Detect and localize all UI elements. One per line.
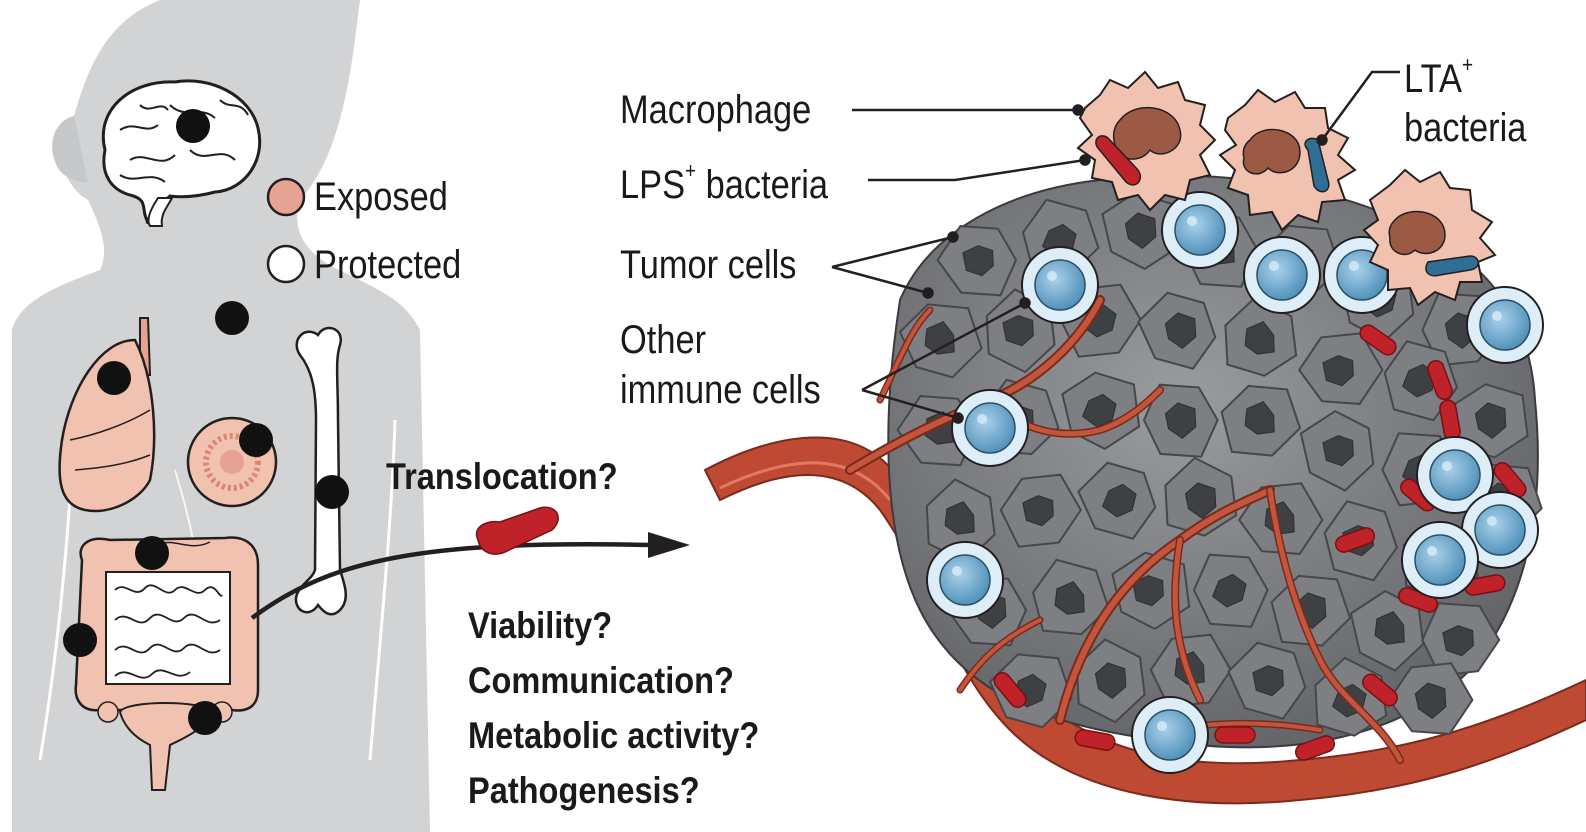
legend-protected-label: Protected bbox=[314, 243, 462, 287]
immune-cell bbox=[1401, 521, 1479, 599]
immune-cell bbox=[1461, 491, 1539, 569]
tumor-cell bbox=[1137, 291, 1217, 370]
tumor-cell bbox=[1227, 641, 1307, 720]
other-immune-label-line1: Other bbox=[620, 318, 707, 362]
macrophage-2 bbox=[1218, 88, 1357, 232]
marker-chest bbox=[215, 301, 249, 335]
protected-swatch bbox=[266, 244, 306, 284]
lps-bacterium bbox=[993, 672, 1027, 708]
macrophage-label: Macrophage bbox=[620, 88, 812, 132]
exposed-swatch bbox=[266, 177, 306, 217]
leader-lines bbox=[831, 70, 1400, 424]
marker-breast bbox=[239, 423, 273, 457]
lps-sup: + bbox=[685, 158, 697, 183]
marker-brain bbox=[176, 109, 210, 143]
tumor-cell bbox=[999, 473, 1082, 548]
translocation-arrow bbox=[250, 506, 690, 620]
question-viability: Viability? bbox=[468, 605, 613, 646]
lta-prefix: LTA bbox=[1404, 56, 1462, 101]
immune-cell bbox=[1161, 191, 1239, 269]
immune-cell bbox=[1021, 246, 1099, 324]
lps-bacterium bbox=[1359, 324, 1397, 356]
macrophages bbox=[1076, 70, 1497, 307]
lps-bacterium bbox=[1362, 673, 1398, 707]
lps-bacterium bbox=[1493, 462, 1527, 498]
bone bbox=[294, 326, 347, 616]
exposure-markers bbox=[63, 109, 349, 735]
marker-ovary bbox=[188, 701, 222, 735]
tumor-cell bbox=[1452, 383, 1529, 459]
tumor-cell bbox=[1032, 558, 1110, 636]
tumor-cell bbox=[1224, 296, 1298, 377]
legend-exposed-label: Exposed bbox=[314, 175, 448, 219]
marker-stomach bbox=[135, 536, 169, 570]
tumor-cell bbox=[1220, 384, 1302, 457]
tumor-cell bbox=[1075, 638, 1146, 724]
tumor-cell bbox=[1142, 383, 1219, 458]
other-immune-label-line2: immune cells bbox=[620, 368, 821, 412]
tumor-cell bbox=[936, 225, 1018, 297]
tumor-cell bbox=[1192, 553, 1269, 628]
lps-bacterium bbox=[1334, 527, 1376, 553]
tumor-cell bbox=[1101, 191, 1181, 271]
question-metabolic: Metabolic activity? bbox=[468, 715, 760, 756]
question-pathogenesis: Pathogenesis? bbox=[468, 770, 700, 811]
lps-prefix: LPS bbox=[620, 162, 686, 207]
immune-cell bbox=[926, 541, 1004, 619]
lps-bacteria-label: LPS+ bacteria bbox=[620, 160, 828, 205]
lung bbox=[58, 317, 156, 513]
tumor-cell bbox=[1164, 456, 1238, 537]
macrophage-3 bbox=[1362, 168, 1497, 307]
lps-suffix: bacteria bbox=[696, 162, 829, 207]
immune-cell bbox=[951, 389, 1029, 467]
lps-bacterium bbox=[1214, 726, 1256, 744]
tumor-cell bbox=[1421, 602, 1501, 677]
intestines bbox=[74, 536, 260, 791]
lta-bacteria-label-line2: bacteria bbox=[1404, 106, 1527, 150]
marker-colon bbox=[63, 623, 97, 657]
brain bbox=[101, 79, 262, 227]
tumor-cells-label: Tumor cells bbox=[620, 243, 797, 287]
tumor-cell bbox=[1299, 409, 1375, 492]
lta-bacteria-label-line1: LTA+ bbox=[1404, 54, 1473, 99]
lta-sup: + bbox=[1461, 52, 1474, 77]
lps-bacterium bbox=[1074, 729, 1116, 751]
immune-cell bbox=[1243, 236, 1321, 314]
translocating-bacterium bbox=[475, 506, 559, 555]
tumor-cell bbox=[1077, 461, 1157, 540]
immune-cell bbox=[1131, 696, 1209, 774]
marker-lung bbox=[97, 361, 131, 395]
immune-cell bbox=[1416, 436, 1494, 514]
translocation-question: Translocation? bbox=[386, 456, 618, 497]
marker-bone bbox=[315, 475, 349, 509]
vessel-branches bbox=[845, 295, 1404, 764]
immune-cell bbox=[1466, 286, 1544, 364]
macrophage-1 bbox=[1076, 70, 1217, 212]
question-communication: Communication? bbox=[468, 660, 734, 701]
lps-bacterium bbox=[1294, 735, 1336, 761]
lps-bacterium bbox=[1427, 359, 1453, 401]
